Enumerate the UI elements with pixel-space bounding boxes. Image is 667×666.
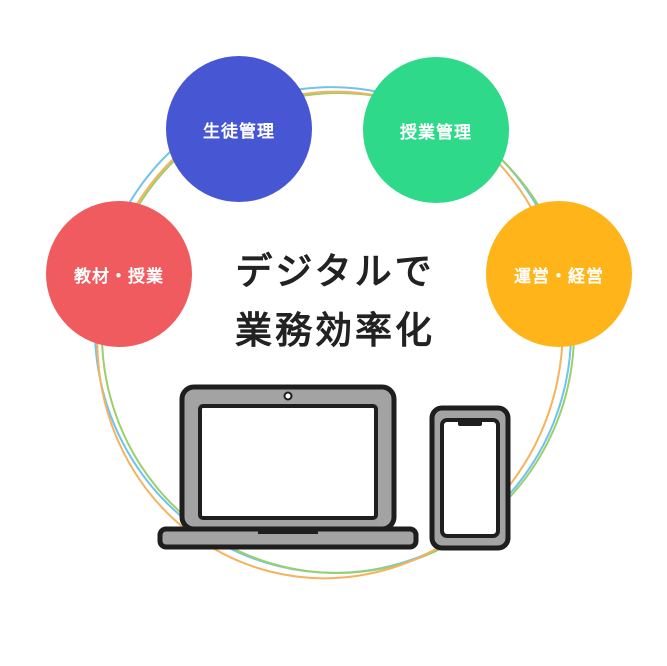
student-management-label: 生徒管理	[203, 121, 275, 142]
student-management-bubble: 生徒管理	[166, 56, 312, 202]
operations-management-label: 運営・経営	[514, 266, 604, 287]
materials-lessons-label: 教材・授業	[74, 266, 164, 287]
phone-notch	[458, 420, 482, 426]
operations-management-bubble: 運営・経営	[486, 201, 632, 347]
headline-line-1: デジタルで	[235, 250, 435, 293]
materials-lessons-bubble: 教材・授業	[46, 201, 192, 347]
headline-line-2: 業務効率化	[235, 309, 435, 352]
lesson-management-bubble: 授業管理	[363, 57, 509, 203]
laptop-icon	[157, 384, 419, 550]
webcam-icon	[283, 391, 293, 401]
smartphone-icon	[429, 405, 511, 551]
lesson-management-label: 授業管理	[400, 122, 472, 143]
